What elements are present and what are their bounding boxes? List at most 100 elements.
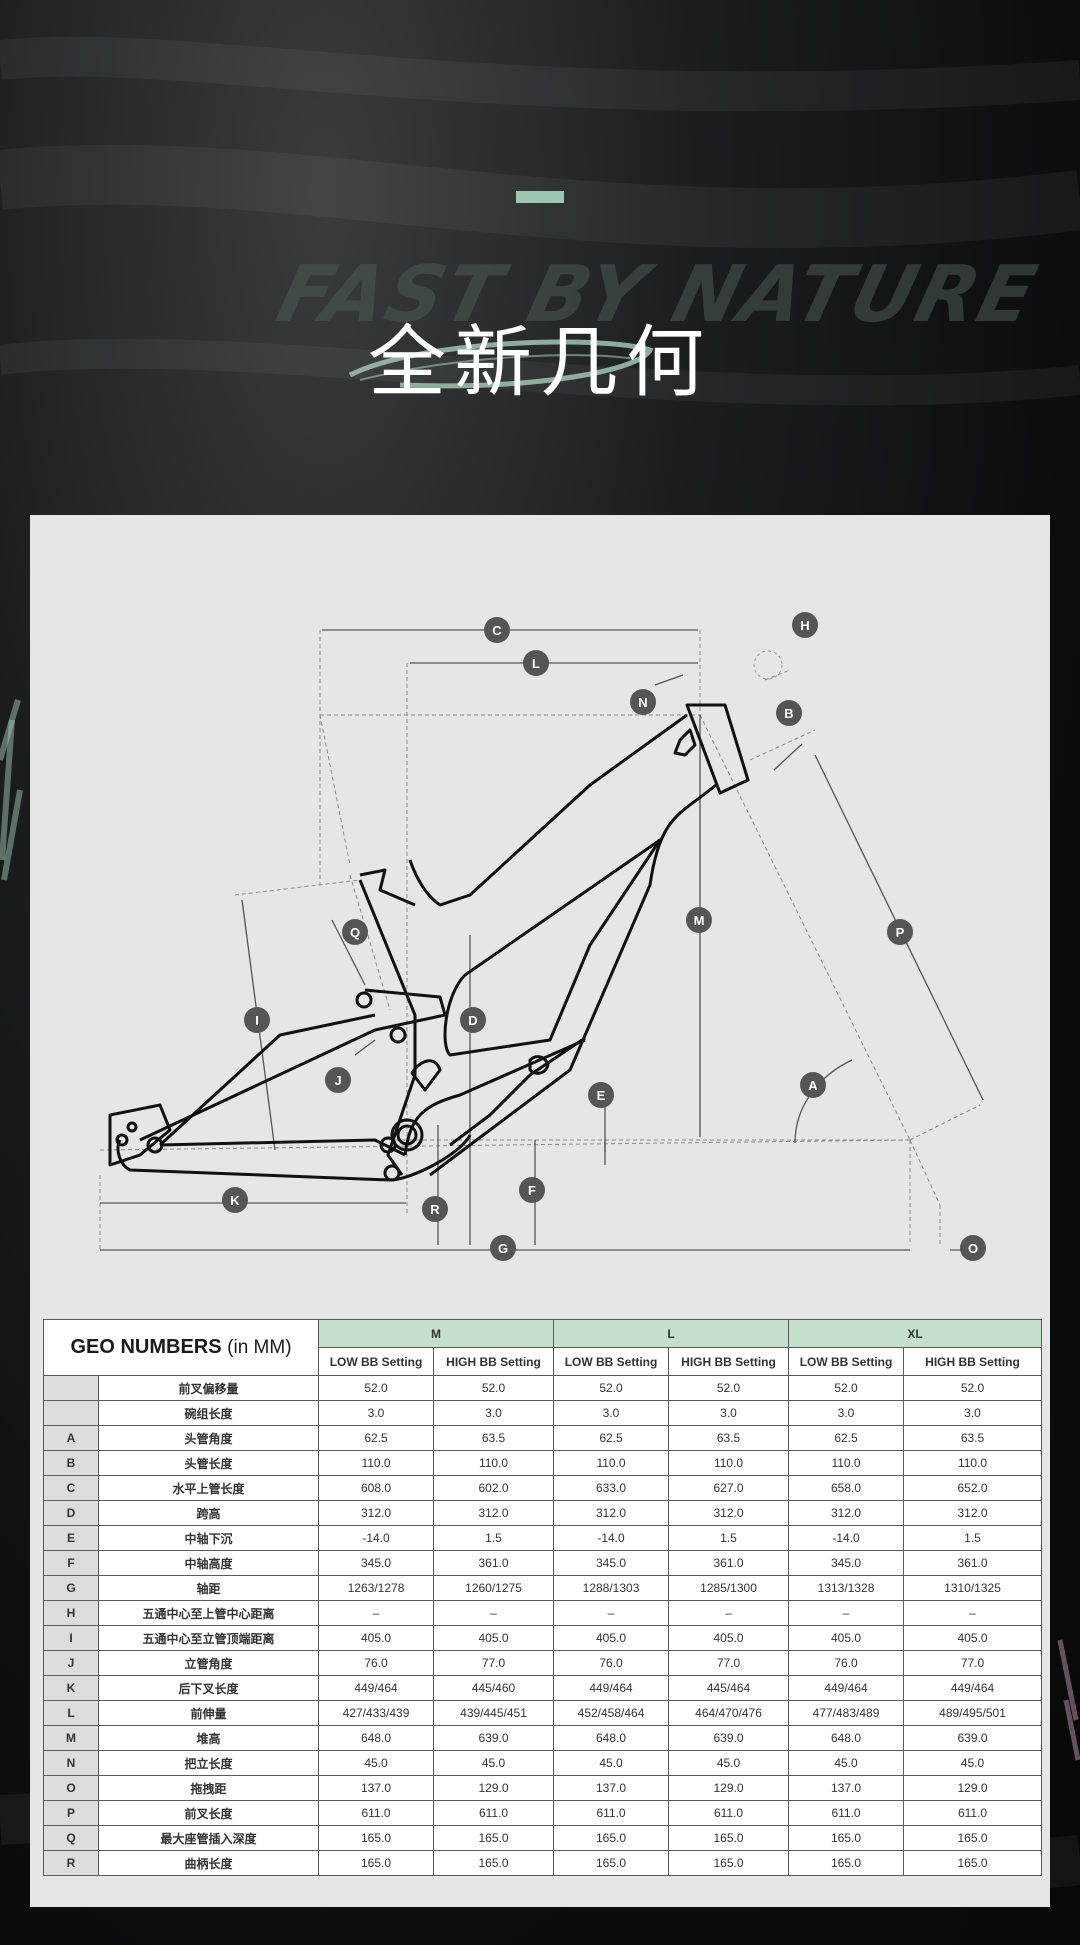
table-cell: 452/458/464 (553, 1700, 670, 1726)
table-cell: 648.0 (553, 1725, 670, 1751)
table-cell: 602.0 (433, 1475, 555, 1501)
table-cell: -14.0 (318, 1525, 435, 1551)
table-cell: 652.0 (903, 1475, 1043, 1501)
table-cell: 1313/1328 (788, 1575, 905, 1601)
table-cell: 45.0 (788, 1750, 905, 1776)
table-cell: 165.0 (788, 1825, 905, 1851)
table-cell: 611.0 (318, 1800, 435, 1826)
row-label: 立管角度 (97, 1650, 320, 1676)
table-cell: 165.0 (433, 1850, 555, 1876)
table-cell: 312.0 (318, 1500, 435, 1526)
table-cell: – (553, 1600, 670, 1626)
badge-J: J (325, 1067, 351, 1093)
table-cell: 439/445/451 (433, 1700, 555, 1726)
svg-text:C: C (492, 623, 502, 638)
table-cell: 52.0 (788, 1375, 905, 1401)
setting-header: LOW BB Setting (318, 1347, 435, 1376)
size-header-m: M (318, 1319, 555, 1348)
table-cell: 345.0 (318, 1550, 435, 1576)
badge-F: F (519, 1177, 545, 1203)
table-cell: 165.0 (788, 1850, 905, 1876)
row-code: N (43, 1750, 99, 1776)
row-label: 最大座管插入深度 (97, 1825, 320, 1851)
row-code: A (43, 1425, 99, 1451)
table-cell: 449/464 (553, 1675, 670, 1701)
table-cell: 52.0 (553, 1375, 670, 1401)
table-cell: -14.0 (553, 1525, 670, 1551)
dimension-badges: C L H N B M P Q I D J E A K R F G O (222, 612, 986, 1261)
svg-text:G: G (498, 1241, 508, 1256)
table-cell: 405.0 (318, 1625, 435, 1651)
row-label: 五通中心至上管中心距离 (97, 1600, 320, 1626)
table-cell: 1.5 (433, 1525, 555, 1551)
row-label: 把立长度 (97, 1750, 320, 1776)
table-cell: 3.0 (433, 1400, 555, 1426)
table-cell: 361.0 (903, 1550, 1043, 1576)
table-cell: 611.0 (668, 1800, 790, 1826)
row-code: H (43, 1600, 99, 1626)
row-code: K (43, 1675, 99, 1701)
table-cell: 312.0 (903, 1500, 1043, 1526)
badge-Q: Q (342, 919, 368, 945)
table-cell: 611.0 (788, 1800, 905, 1826)
table-cell: 477/483/489 (788, 1700, 905, 1726)
row-label: 后下叉长度 (97, 1675, 320, 1701)
svg-text:Q: Q (350, 925, 360, 940)
svg-text:D: D (468, 1013, 477, 1028)
svg-text:H: H (800, 618, 809, 633)
badge-A: A (800, 1072, 826, 1098)
svg-text:O: O (968, 1241, 978, 1256)
table-cell: 1.5 (668, 1525, 790, 1551)
table-cell: 312.0 (433, 1500, 555, 1526)
table-cell: 52.0 (318, 1375, 435, 1401)
badge-G: G (490, 1235, 516, 1261)
dashed-guides (99, 630, 981, 1250)
table-cell: 633.0 (553, 1475, 670, 1501)
table-cell: 165.0 (903, 1850, 1043, 1876)
table-cell: 165.0 (318, 1850, 435, 1876)
accent-bar (516, 191, 564, 203)
row-label: 五通中心至立管顶端距离 (97, 1625, 320, 1651)
table-cell: – (318, 1600, 435, 1626)
setting-header: LOW BB Setting (788, 1347, 905, 1376)
row-code: R (43, 1850, 99, 1876)
row-label: 头管角度 (97, 1425, 320, 1451)
table-cell: 137.0 (788, 1775, 905, 1801)
setting-header: HIGH BB Setting (668, 1347, 790, 1376)
table-cell: 110.0 (788, 1450, 905, 1476)
row-code: G (43, 1575, 99, 1601)
row-code: L (43, 1700, 99, 1726)
table-cell: 405.0 (668, 1625, 790, 1651)
table-cell: – (433, 1600, 555, 1626)
svg-text:L: L (532, 656, 540, 671)
svg-text:J: J (334, 1073, 341, 1088)
table-cell: 1288/1303 (553, 1575, 670, 1601)
svg-text:E: E (597, 1088, 606, 1103)
table-cell: 1260/1275 (433, 1575, 555, 1601)
table-cell: 611.0 (553, 1800, 670, 1826)
table-cell: 165.0 (553, 1825, 670, 1851)
row-code: C (43, 1475, 99, 1501)
table-cell: 3.0 (318, 1400, 435, 1426)
row-label: 中轴高度 (97, 1550, 320, 1576)
table-cell: 648.0 (788, 1725, 905, 1751)
row-code: I (43, 1625, 99, 1651)
table-cell: 129.0 (433, 1775, 555, 1801)
size-header-l: L (553, 1319, 790, 1348)
setting-header: HIGH BB Setting (433, 1347, 555, 1376)
svg-text:M: M (694, 913, 705, 928)
table-cell: 63.5 (668, 1425, 790, 1451)
